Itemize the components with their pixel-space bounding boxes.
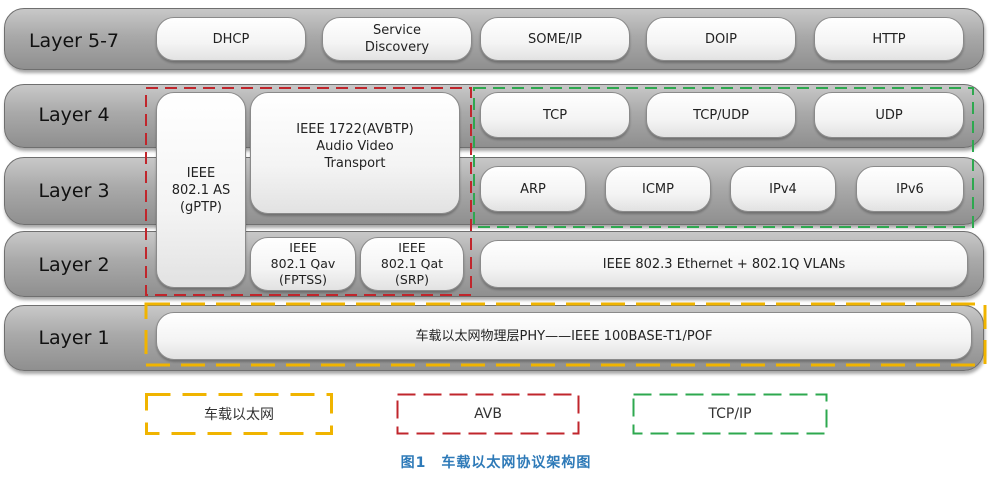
protocol-phy: 车载以太网物理层PHY——IEEE 100BASE-T1/POF (156, 312, 972, 360)
protocol-arp: ARP (480, 166, 586, 212)
legend-label-avb: AVB (474, 406, 502, 422)
protocol-tcp: TCP (480, 92, 630, 138)
protocol-dhcp: DHCP (156, 17, 306, 61)
figure-caption: 图1 车载以太网协议架构图 (400, 455, 592, 471)
legend-tcpip: TCP/IP (632, 393, 828, 435)
protocol-qav: IEEE 802.1 Qav (FPTSS) (250, 237, 356, 291)
layer-label-4: Layer 4 (38, 104, 110, 126)
protocol-udp: UDP (814, 92, 964, 138)
protocol-tcpudp: TCP/UDP (646, 92, 796, 138)
protocol-doip: DOIP (646, 17, 796, 61)
protocol-avbtp: IEEE 1722(AVBTP) Audio Video Transport (250, 92, 460, 214)
protocol-icmp: ICMP (605, 166, 711, 212)
protocol-qat: IEEE 802.1 Qat (SRP) (360, 237, 464, 291)
protocol-gptp: IEEE 802.1 AS (gPTP) (156, 92, 246, 288)
legend-label-tcpip: TCP/IP (708, 406, 752, 422)
layer-label-1: Layer 1 (38, 327, 110, 349)
protocol-someip: SOME/IP (480, 17, 630, 61)
layer-label-2: Layer 2 (38, 254, 110, 276)
legend-avb: AVB (396, 393, 580, 435)
legend-label-automotive-ethernet: 车载以太网 (204, 407, 274, 423)
protocol-ethernet-vlan: IEEE 802.3 Ethernet + 802.1Q VLANs (480, 240, 968, 288)
protocol-ipv4: IPv4 (730, 166, 836, 212)
legend-automotive-ethernet: 车载以太网 (145, 393, 333, 435)
protocol-http: HTTP (814, 17, 964, 61)
layer-label-3: Layer 3 (38, 180, 110, 202)
protocol-service-discovery: Service Discovery (322, 17, 472, 61)
protocol-ipv6: IPv6 (856, 166, 964, 212)
layer-label-5-7: Layer 5-7 (28, 30, 120, 52)
